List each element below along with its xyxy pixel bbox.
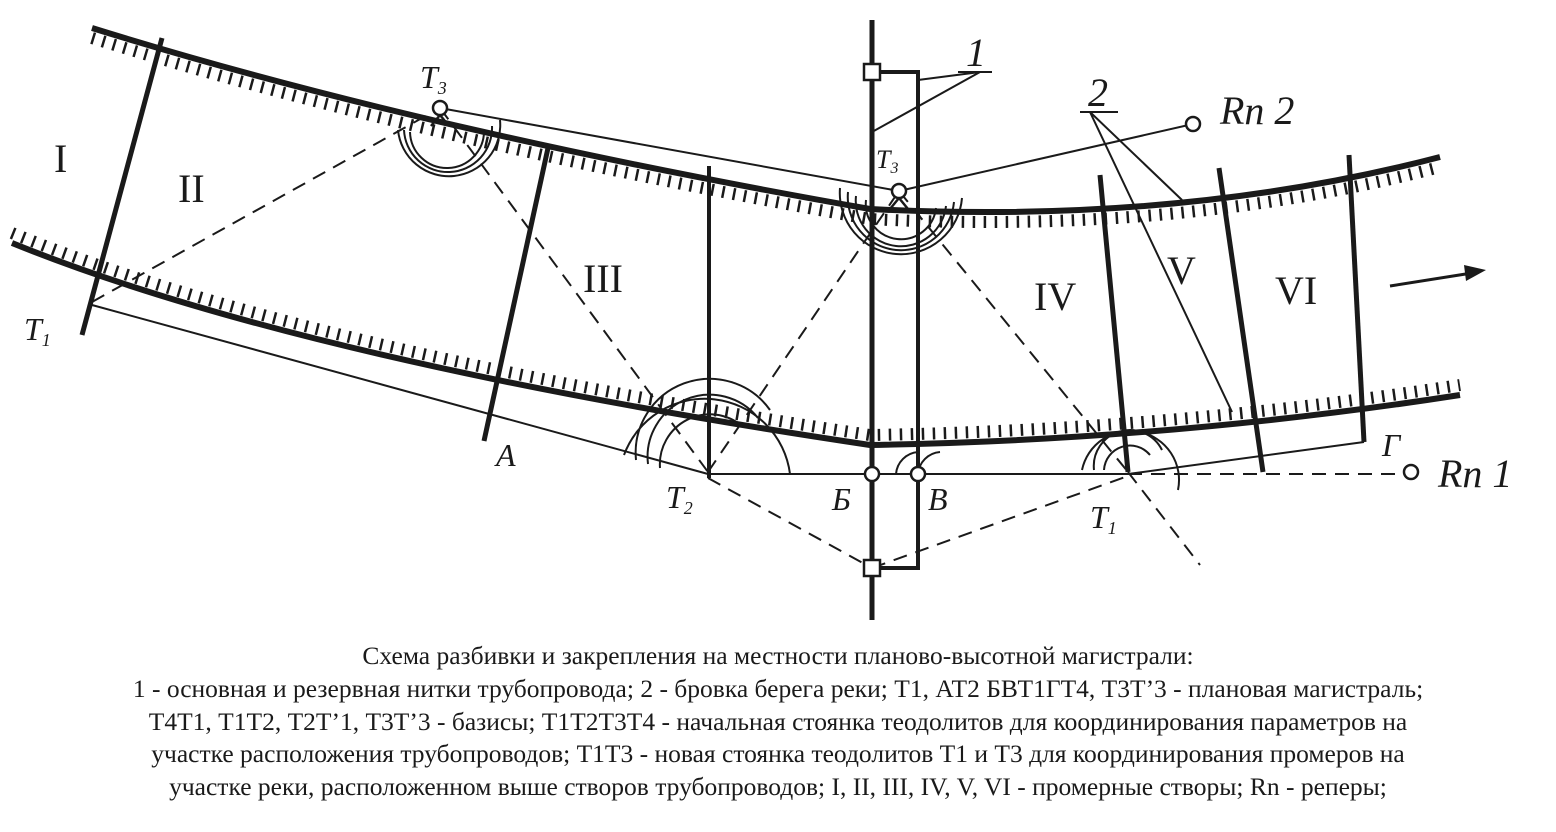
angle-arcs-t2 [623,377,791,475]
reserve-pipeline [872,70,920,570]
pipeline-marker-bottom [862,558,882,578]
station-label-t3-top: T3 [420,59,447,98]
sight-line-2 [439,107,709,473]
survey-diagram: I II III IV V VI 1 2 Rn 2 Rn 1 A Б В Г T… [9,20,1512,620]
tripod-t3-top [430,114,450,127]
caption-line: участке расположения трубопроводов; Т1Т3… [151,739,1405,769]
caption-line: участке реки, расположенном выше створов… [169,772,1387,802]
section-label-V: V [1167,248,1196,293]
point-label-g: Г [1381,427,1402,463]
section-line-II [481,147,551,442]
figure-caption: Схема разбивки и закрепления на местност… [0,640,1556,804]
section-label-VI: VI [1275,268,1317,313]
section-label-III: III [583,256,623,301]
rn1-label: Rn 1 [1437,451,1512,496]
callout-1-leader-b [871,71,981,133]
sight-line-5 [1127,471,1201,566]
sight-line-6 [707,477,873,569]
point-label-b: Б [831,481,851,517]
section-line-IV [1097,174,1131,473]
section-label-II: II [178,166,205,211]
lower-bank-hatching [9,227,1461,442]
section-line-I [79,37,165,336]
callout-2-leader-a [1089,111,1183,201]
line-t1-g [1127,441,1365,475]
sight-line-1 [91,107,441,303]
tripod-t3 [889,197,909,210]
station-t3 [890,182,908,200]
line-t3-rn2 [898,123,1194,192]
point-v-marker [909,465,927,483]
station-t3-top [431,99,449,117]
caption-line: 1 - основная и резервная нитки трубопров… [132,673,1424,703]
station-label-t1: T1 [1090,499,1117,538]
pipeline-marker-top [862,62,882,82]
rn1-marker [1402,463,1420,481]
point-label-v: В [928,481,948,517]
rn2-marker [1184,115,1202,133]
callout-2-leader-b [1089,111,1233,413]
angle-arcs-t1 [1081,429,1181,491]
upper-bank-line [91,25,1441,216]
callout-1-leader-a [917,71,981,81]
section-label-IV: IV [1034,274,1076,319]
station-label-t2: T2 [666,479,693,518]
section-line-VI [1346,154,1367,443]
station-label-t1-left: T1 [24,311,51,350]
flow-arrow-head [1464,265,1486,281]
callout-label-2: 2 [1088,70,1108,115]
point-label-a: A [494,437,516,473]
callout-label-1: 1 [966,30,986,75]
caption-line: Т4Т1, Т1Т2, Т2Т’1, Т3Т’3 - базисы; Т1Т2Т… [148,706,1408,736]
flow-arrow-shaft [1389,271,1473,288]
angle-arcs-t3-top [397,119,502,178]
station-label-t3: T3 [876,145,898,177]
angle-arcs-t3 [838,187,963,256]
caption-title: Схема разбивки и закрепления на местност… [362,641,1194,670]
sight-line-4 [898,190,1129,473]
section-line-V [1216,167,1266,473]
line-t1left-t2 [91,304,709,475]
rn2-label: Rn 2 [1219,88,1294,133]
point-b-marker [863,465,881,483]
line-t3top-t3 [439,107,900,192]
section-label-I: I [54,136,67,181]
